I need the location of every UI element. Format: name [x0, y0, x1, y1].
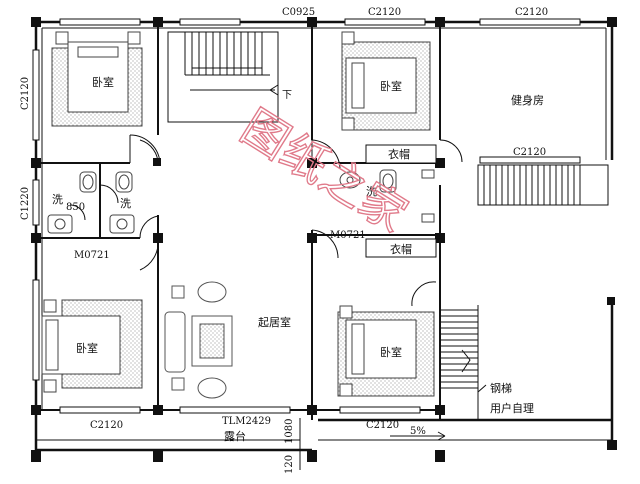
note-owner-manage: 用户自理 [490, 401, 534, 415]
room-wash-3: 洗 [366, 185, 377, 198]
bed-top-left [51, 31, 143, 127]
bed-top-right [341, 31, 431, 131]
room-bedroom-bottom-left: 卧室 [76, 341, 98, 355]
door-m0721-left: M0721 [74, 250, 110, 261]
room-wash-2: 洗 [120, 197, 131, 210]
room-bedroom-top-left: 卧室 [92, 75, 114, 89]
dim-120: 120 [284, 455, 295, 474]
dim-850: 850 [66, 202, 85, 213]
room-bedroom-bottom-right: 卧室 [380, 345, 402, 359]
room-bedroom-top-right: 卧室 [380, 79, 402, 93]
dim-bottom-c2120-right: C2120 [366, 420, 399, 431]
room-wash-1: 洗 [52, 193, 63, 206]
dim-bottom-c2120-left: C2120 [90, 420, 123, 431]
dim-left-c2120: C2120 [20, 77, 31, 110]
steel-stair [440, 305, 487, 420]
interior-staircase [167, 31, 279, 123]
dim-tlm2429: TLM2429 [222, 416, 271, 427]
windows [32, 18, 581, 414]
stair-down-label: 下 [282, 90, 292, 101]
room-gym: 健身房 [511, 93, 544, 107]
dim-gym-c2120: C2120 [513, 147, 546, 158]
bed-bottom-right [337, 305, 435, 397]
slope-label: 5% [410, 426, 426, 437]
door-swings [69, 134, 463, 307]
dim-c0925: C0925 [282, 7, 315, 18]
gym-staircase [477, 164, 609, 206]
bed-bottom-left [41, 299, 143, 393]
dim-1080: 1080 [284, 419, 295, 444]
dim-left-c1220: C1220 [20, 187, 31, 220]
room-balcony: 露台 [224, 429, 246, 443]
room-closet-bottom: 衣帽 [390, 242, 412, 256]
living-room-sofa-set [164, 281, 233, 399]
dim-top-c2120-mid: C2120 [368, 7, 401, 18]
balcony-lines [36, 418, 612, 470]
room-living: 起居室 [258, 315, 291, 329]
room-closet-top: 衣帽 [388, 147, 410, 161]
wc-fixtures [47, 169, 435, 234]
door-m0721-right: M0721 [330, 230, 366, 241]
closets [365, 144, 437, 258]
note-steel-stair: 钢梯 [490, 382, 512, 395]
dim-top-c2120-right: C2120 [515, 7, 548, 18]
